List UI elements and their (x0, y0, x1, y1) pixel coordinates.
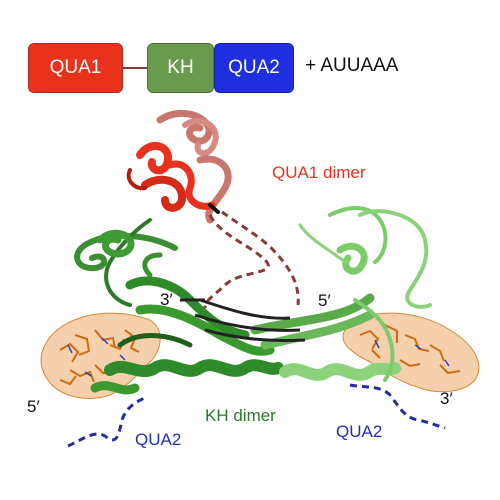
qua1-dimer-label: QUA1 dimer (272, 163, 366, 182)
kh-beta-core (180, 298, 306, 343)
rna-5prime-bottom-label: 5′ (27, 397, 40, 416)
qua2-dashed-tails (67, 383, 446, 448)
qua1-kh-linkers (203, 210, 300, 309)
qua2-left-label: QUA2 (135, 430, 181, 449)
rna-3prime-bottom-label: 3′ (440, 389, 453, 408)
qua1-dimer-ribbons (126, 110, 232, 224)
rna-sequence-label: + AUUAAA (305, 55, 399, 76)
kh-dimer-label: KH dimer (205, 406, 276, 425)
qua2-domain-box: QUA2 (214, 43, 294, 93)
rna-left-surface (40, 312, 161, 399)
qua2-right-label: QUA2 (336, 422, 382, 441)
qua1-domain-box: QUA1 (28, 43, 123, 93)
domain-linker (122, 67, 148, 69)
kh-domain-box: KH (147, 43, 214, 93)
rna-3prime-top-label: 3′ (160, 290, 173, 309)
rna-5prime-top-label: 5′ (318, 291, 331, 310)
rna-right-surface (342, 312, 480, 393)
